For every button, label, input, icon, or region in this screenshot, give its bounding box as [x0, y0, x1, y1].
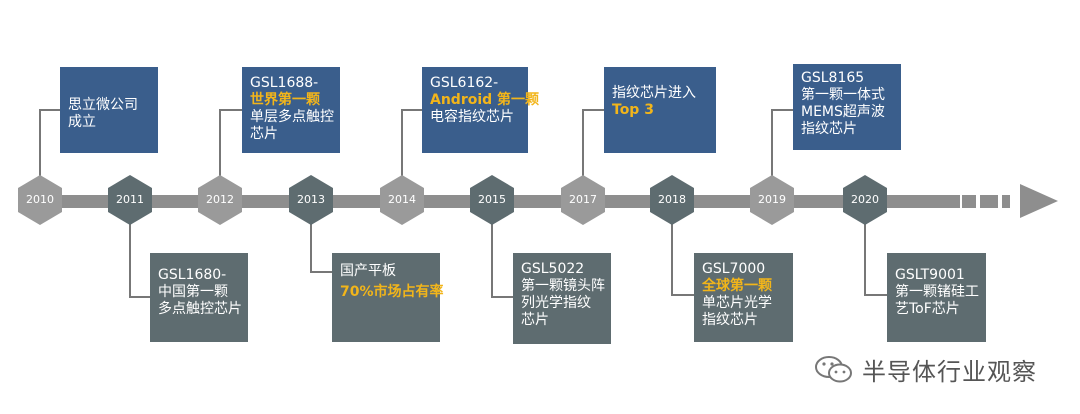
- milestone-line: 芯片: [250, 126, 278, 142]
- milestone-highlight: 全球第一颗: [702, 278, 772, 294]
- node-2010: [18, 175, 62, 225]
- connector-2020: [864, 220, 887, 296]
- wechat-icon: [815, 356, 852, 383]
- milestone-line: GSL5022: [521, 261, 585, 277]
- year-label: 2011: [116, 193, 144, 206]
- milestone-line: 指纹芯片进入: [612, 85, 696, 101]
- milestone-line: 成立: [68, 114, 96, 130]
- year-label: 2010: [26, 193, 54, 206]
- milestone-highlight: 世界第一颗: [250, 92, 320, 108]
- milestone-line: 第一颗一体式: [801, 87, 885, 103]
- watermark: 半导体行业观察: [814, 352, 1037, 386]
- node-2011: [108, 175, 152, 225]
- node-2013: [289, 175, 333, 225]
- milestone-line: 多点触控芯片: [158, 301, 242, 317]
- milestone-line: 芯片: [521, 312, 549, 328]
- milestone-box-2013: 国产平板 70%市场占有率: [332, 253, 444, 342]
- milestone-line: GSL7000: [702, 261, 766, 277]
- milestone-box-2020: GSLT9001 第一颗锗硅工 艺ToF芯片: [887, 253, 986, 342]
- timeline-arrow-head: [1020, 184, 1058, 218]
- node-2019: [750, 175, 794, 225]
- year-label: 2019: [758, 193, 786, 206]
- milestone-box-2018: GSL7000 全球第一颗 单芯片光学 指纹芯片: [694, 253, 793, 342]
- node-2012: [198, 175, 242, 225]
- year-label: 2018: [658, 193, 686, 206]
- milestone-box-2015: GSL5022 第一颗镜头阵 列光学指纹 芯片: [513, 253, 611, 344]
- year-label: 2017: [569, 193, 597, 206]
- milestone-highlight: Top 3: [612, 102, 654, 118]
- timeline-dash-3: [1002, 195, 1010, 208]
- node-2017: [561, 175, 605, 225]
- milestone-line: 中国第一颗: [158, 284, 228, 300]
- timeline-dash-1: [962, 195, 976, 208]
- milestone-highlight: Android 第一颗: [430, 92, 540, 108]
- connector-2011: [129, 220, 150, 298]
- node-2014: [380, 175, 424, 225]
- milestone-line: 指纹芯片: [801, 121, 857, 137]
- milestone-line: 单芯片光学: [702, 295, 772, 311]
- milestone-line: 思立微公司: [68, 97, 138, 113]
- node-2015: [470, 175, 514, 225]
- milestone-box-2019: GSL8165 第一颗一体式 MEMS超声波 指纹芯片: [793, 64, 901, 150]
- milestone-line: GSLT9001: [895, 267, 965, 283]
- connector-2019: [771, 109, 793, 180]
- year-label: 2014: [388, 193, 416, 206]
- milestone-line: 国产平板: [340, 263, 396, 279]
- node-2018: [650, 175, 694, 225]
- milestone-line: GSL8165: [801, 70, 865, 86]
- milestone-line: MEMS超声波: [801, 104, 885, 120]
- connector-2010: [39, 109, 60, 180]
- watermark-text: 半导体行业观察: [862, 357, 1037, 386]
- year-label: 2013: [297, 193, 325, 206]
- milestone-line: 艺ToF芯片: [895, 301, 960, 317]
- year-label: 2012: [206, 193, 234, 206]
- connector-2012: [219, 109, 242, 180]
- milestone-box-2012: GSL1688- 世界第一颗 单层多点触控 芯片: [242, 67, 340, 153]
- milestone-line: 第一颗镜头阵: [521, 278, 605, 294]
- milestone-box-2014: GSL6162- Android 第一颗 电容指纹芯片: [422, 67, 540, 153]
- connector-2014: [401, 109, 422, 180]
- milestone-box-2011: GSL1680- 中国第一颗 多点触控芯片: [150, 253, 248, 342]
- connector-2015: [491, 220, 513, 298]
- milestone-line: 单层多点触控: [250, 109, 334, 125]
- connector-2018: [671, 220, 694, 296]
- milestone-box-2017: 指纹芯片进入 Top 3: [604, 67, 716, 153]
- milestone-line: GSL1680-: [158, 267, 227, 283]
- timeline-dash-2: [980, 195, 998, 208]
- milestone-line: 第一颗锗硅工: [895, 284, 979, 300]
- milestone-highlight: 70%市场占有率: [340, 284, 444, 300]
- milestone-line: 电容指纹芯片: [430, 109, 514, 125]
- milestone-box-2010: 思立微公司 成立: [60, 67, 158, 153]
- milestone-line: GSL6162-: [430, 75, 499, 91]
- connector-2013: [310, 220, 332, 273]
- year-label: 2015: [478, 193, 506, 206]
- milestone-line: 指纹芯片: [702, 312, 758, 328]
- milestone-line: GSL1688-: [250, 75, 319, 91]
- node-2020: [843, 175, 887, 225]
- year-label: 2020: [851, 193, 879, 206]
- connector-2017: [582, 109, 604, 180]
- milestone-line: 列光学指纹: [521, 295, 591, 311]
